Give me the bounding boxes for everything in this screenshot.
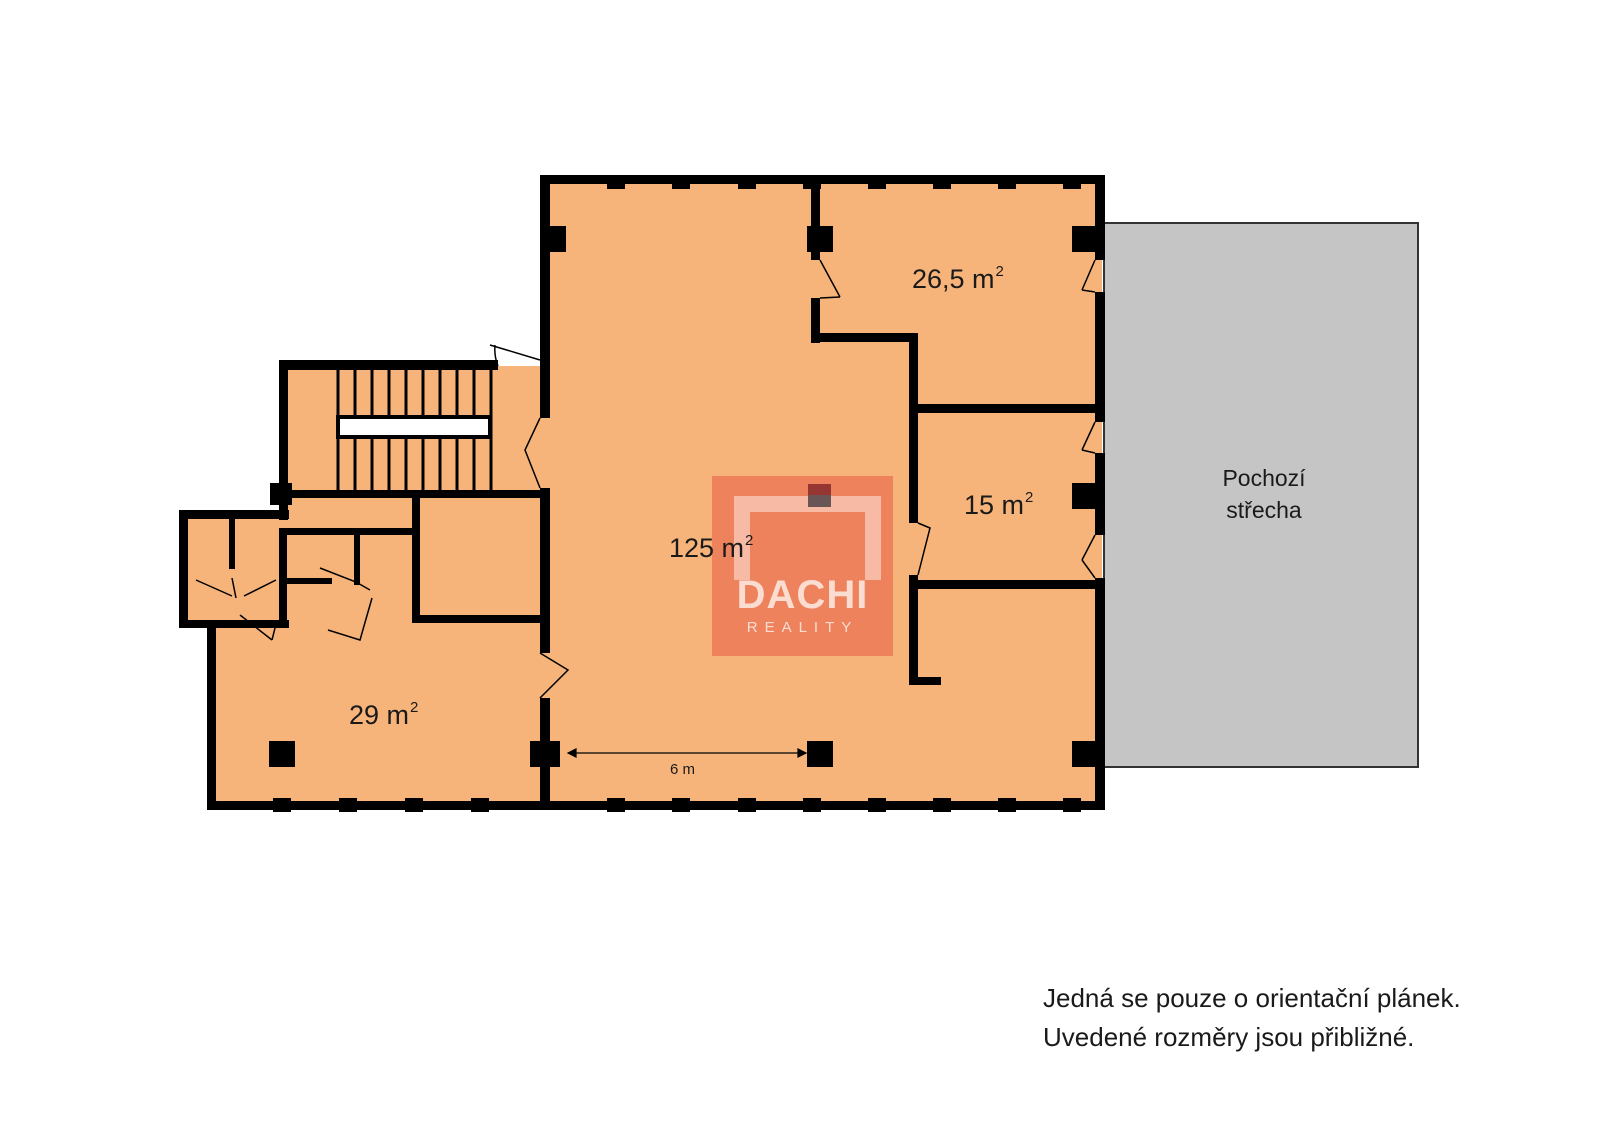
- room-area-side: 29 m2: [349, 700, 418, 729]
- roof-label-line2: střecha: [1226, 497, 1302, 523]
- staircase: [286, 370, 493, 492]
- roof-label-line1: Pochozí: [1222, 465, 1306, 491]
- room-area-office-mid-value: 15 m: [964, 490, 1025, 520]
- disclaimer-line-2: Uvedené rozměry jsou přibližné.: [1043, 1022, 1415, 1052]
- logo-subtitle: REALITY: [746, 619, 859, 636]
- room-area-main-value: 125 m: [669, 533, 745, 563]
- room-area-main-unit: 2: [745, 532, 754, 549]
- room-area-office-mid-unit: 2: [1025, 489, 1034, 506]
- logo-square-shadow-icon: [808, 495, 831, 507]
- walls: [179, 175, 1105, 812]
- room-area-office-mid: 15 m2: [964, 490, 1033, 519]
- dachi-reality-logo: DACHI REALITY: [712, 476, 893, 656]
- roof-label: Pochozí střecha: [1189, 462, 1339, 526]
- room-area-office-top: 26,5 m2: [912, 264, 1004, 293]
- room-area-side-value: 29 m: [349, 700, 410, 730]
- dimension-line: [566, 748, 808, 758]
- disclaimer-note: Jedná se pouze o orientační plánek. Uved…: [1043, 979, 1461, 1057]
- disclaimer-line-1: Jedná se pouze o orientační plánek.: [1043, 983, 1461, 1013]
- dimension-label: 6 m: [670, 761, 696, 778]
- room-area-side-unit: 2: [410, 699, 419, 716]
- room-area-office-top-value: 26,5 m: [912, 264, 995, 294]
- room-area-main: 125 m2: [669, 533, 753, 562]
- logo-mark-icon: [734, 496, 881, 580]
- logo-title: DACHI: [736, 573, 869, 617]
- room-area-office-top-unit: 2: [995, 263, 1004, 280]
- walkable-roof-area: [1103, 222, 1419, 768]
- doors: [195, 259, 1096, 699]
